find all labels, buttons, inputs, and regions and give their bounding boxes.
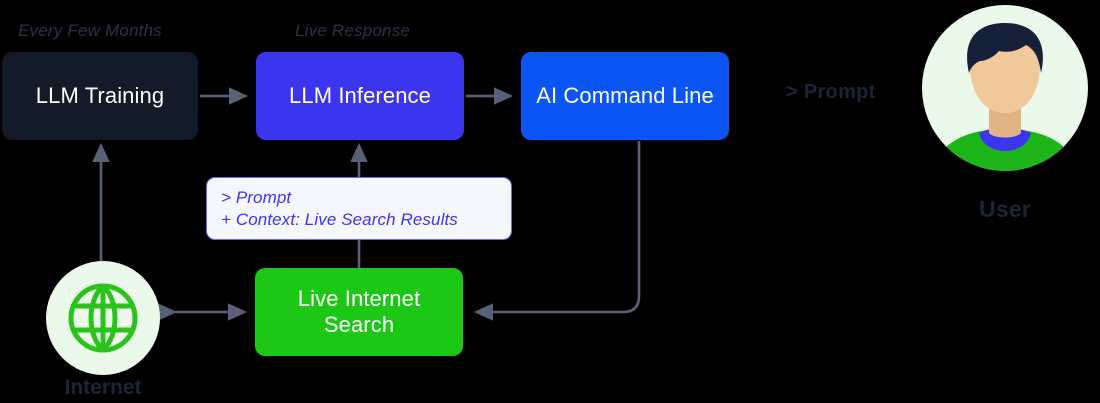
callout-line-prompt: > Prompt bbox=[221, 187, 292, 207]
prompt-label: > Prompt bbox=[786, 81, 876, 103]
user-avatar bbox=[922, 5, 1088, 171]
internet-label: Internet bbox=[64, 376, 142, 399]
user-label: User bbox=[979, 196, 1031, 222]
caption-llm-training: Every Few Months bbox=[18, 21, 162, 40]
node-live-internet-search[interactable]: Live Internet Search bbox=[255, 268, 463, 356]
callout-line-context: + Context: Live Search Results bbox=[221, 209, 458, 229]
context-callout: > Prompt + Context: Live Search Results bbox=[206, 177, 512, 240]
internet-badge bbox=[46, 261, 160, 375]
node-ai-command-line[interactable]: AI Command Line bbox=[521, 52, 729, 140]
caption-llm-inference: Live Response bbox=[295, 21, 411, 40]
user-avatar-icon bbox=[932, 23, 1078, 171]
node-llm-training[interactable]: LLM Training bbox=[2, 52, 198, 140]
globe-icon bbox=[68, 283, 138, 353]
node-llm-inference[interactable]: LLM Inference bbox=[256, 52, 464, 140]
